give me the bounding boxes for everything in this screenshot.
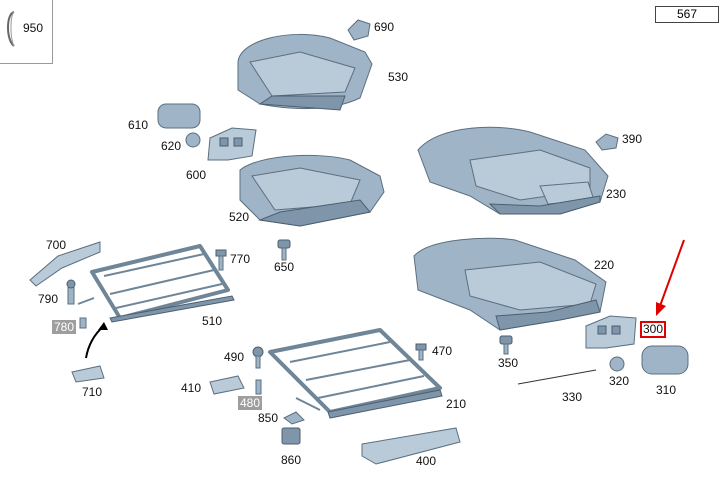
part-label-400[interactable]: 400: [416, 454, 437, 468]
part-label-770[interactable]: 770: [230, 252, 251, 266]
part-label-700[interactable]: 700: [46, 238, 67, 252]
part-label-230[interactable]: 230: [606, 187, 627, 201]
part-label-690[interactable]: 690: [374, 20, 395, 34]
part-label-530[interactable]: 530: [388, 70, 409, 84]
part-330-shape[interactable]: [517, 369, 597, 385]
part-label-330[interactable]: 330: [562, 390, 583, 404]
part-610-shape[interactable]: [157, 103, 201, 129]
part-label-790[interactable]: 790: [38, 292, 59, 306]
part-470-shape[interactable]: [415, 343, 427, 361]
part-310-shape[interactable]: [641, 345, 689, 375]
part-label-310[interactable]: 310: [656, 383, 677, 397]
part-label-780[interactable]: 780: [52, 320, 77, 334]
part-600-shape[interactable]: [207, 127, 257, 161]
part-label-650[interactable]: 650: [274, 260, 295, 274]
curved-arrow-icon: [85, 325, 105, 359]
part-label-350[interactable]: 350: [498, 356, 519, 370]
part-510-shape[interactable]: [77, 244, 235, 323]
part-860-shape[interactable]: [281, 427, 301, 445]
clip-icon: [7, 11, 15, 47]
part-770-shape[interactable]: [215, 249, 227, 271]
part-210-shape[interactable]: [268, 328, 443, 419]
part-790-shape[interactable]: [66, 279, 76, 305]
red-arrow-icon: [659, 239, 685, 307]
part-label-620[interactable]: 620: [161, 139, 182, 153]
part-690-shape[interactable]: [347, 19, 371, 41]
sheet-number: 567: [655, 6, 719, 23]
part-label-710[interactable]: 710: [82, 385, 103, 399]
part-220-shape[interactable]: [413, 237, 607, 331]
part-label-510[interactable]: 510: [202, 314, 223, 328]
part-label-610[interactable]: 610: [128, 118, 149, 132]
part-350-shape[interactable]: [499, 335, 513, 355]
part-410-shape[interactable]: [209, 375, 245, 395]
part-label-480[interactable]: 480: [238, 396, 263, 410]
part-710-shape[interactable]: [71, 365, 105, 383]
part-label-850[interactable]: 850: [258, 411, 279, 425]
part-230-shape[interactable]: [417, 126, 609, 215]
part-490-shape[interactable]: [252, 346, 264, 369]
part-label-860[interactable]: 860: [281, 453, 302, 467]
part-label-210[interactable]: 210: [446, 397, 467, 411]
part-780-shape[interactable]: [79, 317, 87, 329]
part-320-shape[interactable]: [609, 356, 625, 372]
part-650-shape[interactable]: [277, 239, 291, 261]
part-label-320[interactable]: 320: [609, 374, 630, 388]
part-480-shape[interactable]: [255, 379, 262, 395]
part-300-shape[interactable]: [585, 315, 637, 349]
curved-arrowhead-icon: [98, 322, 108, 330]
part-400-shape[interactable]: [361, 427, 461, 465]
part-label-410[interactable]: 410: [181, 381, 202, 395]
part-label-390[interactable]: 390: [622, 132, 643, 146]
part-700-shape[interactable]: [29, 241, 101, 287]
part-620-shape[interactable]: [185, 132, 201, 148]
legend-label[interactable]: 950: [23, 21, 44, 35]
red-arrowhead-icon: [656, 302, 666, 316]
part-label-300[interactable]: 300: [640, 321, 667, 338]
part-530-shape[interactable]: [237, 33, 373, 111]
part-label-220[interactable]: 220: [594, 258, 615, 272]
part-label-600[interactable]: 600: [186, 168, 207, 182]
legend-box: 950: [0, 0, 53, 64]
part-520-shape[interactable]: [239, 154, 385, 227]
part-390-shape[interactable]: [595, 133, 619, 151]
part-label-490[interactable]: 490: [224, 350, 245, 364]
part-label-520[interactable]: 520: [229, 210, 250, 224]
part-label-470[interactable]: 470: [432, 344, 453, 358]
part-850-shape[interactable]: [283, 411, 305, 425]
